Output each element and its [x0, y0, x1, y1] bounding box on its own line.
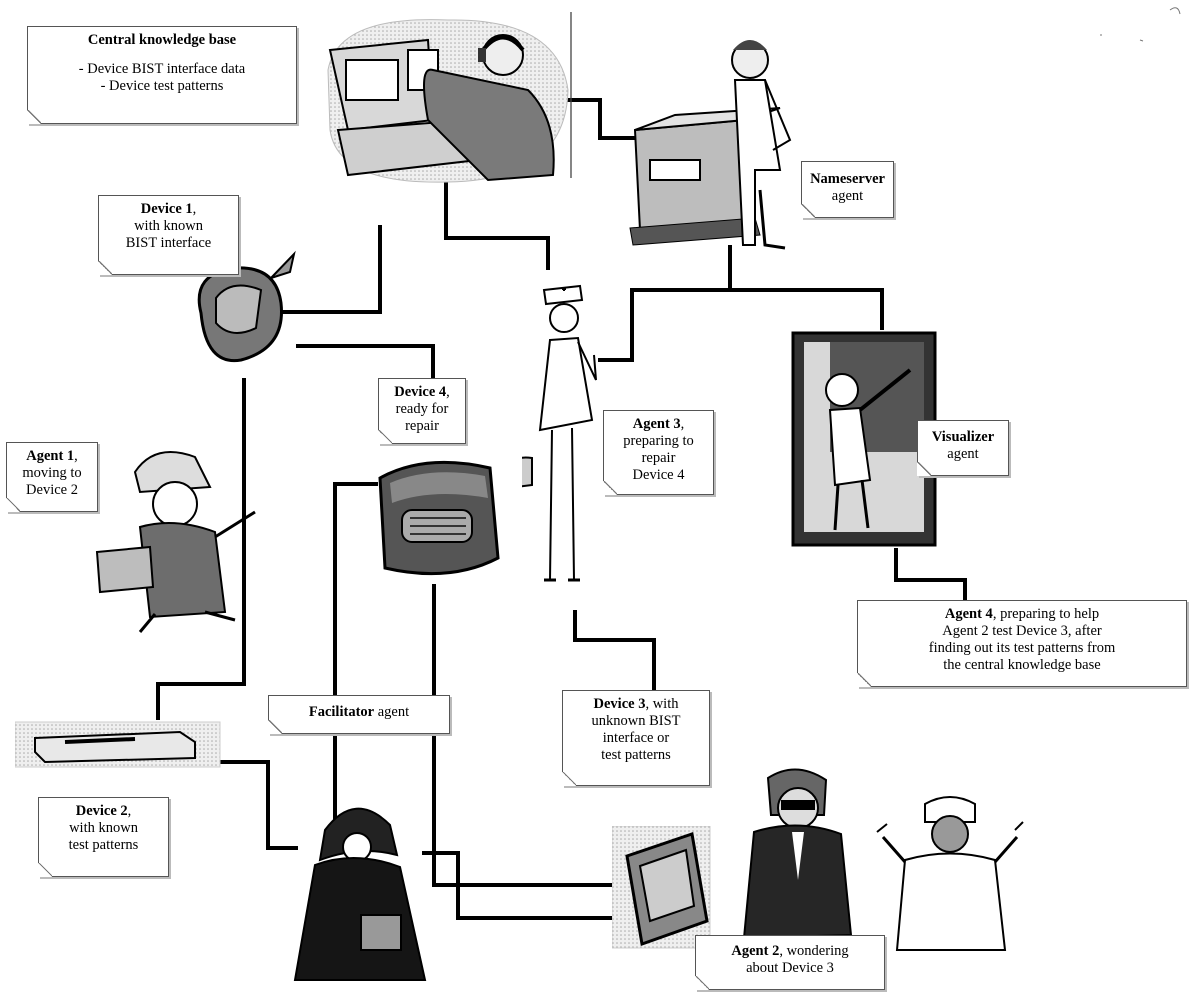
- device4-figure: [370, 448, 510, 588]
- agent4-line3: finding out its test patterns from: [928, 640, 1116, 656]
- wire-device2-to-facilitator: [215, 760, 298, 850]
- central-kb-line1: - Device BIST interface data: [78, 61, 246, 77]
- wire-device4-to-device3: [432, 584, 620, 887]
- device3-label: Device 3, with unknown BIST interface or…: [562, 690, 710, 786]
- wire-nameserver-to-visualizer: [730, 288, 884, 330]
- device4-title: Device 4: [394, 384, 447, 400]
- nameserver-figure: [615, 20, 815, 260]
- device2-line2: with known: [69, 820, 138, 836]
- device4-label: Device 4, ready for repair: [378, 378, 466, 444]
- facilitator-label: Facilitator agent: [268, 695, 450, 734]
- device1-line2: with known: [134, 218, 203, 234]
- agent4-label: Agent 4, preparing to help Agent 2 test …: [857, 600, 1187, 687]
- device2-label: Device 2, with known test patterns: [38, 797, 169, 877]
- wire-facilitator-to-device3: [422, 851, 622, 920]
- central-kb-operator-figure: [318, 10, 570, 188]
- agent1-line3: Device 2: [26, 482, 78, 498]
- device2-figure: [15, 720, 225, 770]
- device1-line3: BIST interface: [125, 235, 212, 251]
- agent3-comma: ,: [680, 416, 685, 432]
- facilitator-subtitle: agent: [374, 704, 410, 720]
- device3-figure: [612, 826, 712, 951]
- device3-title: Device 3: [593, 696, 646, 712]
- agent2-label: Agent 2, wondering about Device 3: [695, 935, 885, 990]
- agent3-title: Agent 3: [632, 416, 681, 432]
- facilitator-figure: [285, 795, 435, 985]
- wire-visualizer-to-agent4: [894, 548, 967, 600]
- agent3-line3: repair: [641, 450, 676, 466]
- corner-scribble: [1100, 7, 1181, 42]
- nameserver-label: Nameserver agent: [801, 161, 894, 218]
- agent4-line1: , preparing to help: [992, 606, 1100, 622]
- agent2-line2: about Device 3: [746, 960, 834, 976]
- central-kb-label: Central knowledge base - Device BIST int…: [27, 26, 297, 124]
- device4-line2: ready for: [395, 401, 449, 417]
- wire-agent3-to-device3: [573, 610, 656, 690]
- device2-line3: test patterns: [68, 837, 139, 853]
- device3-line1: , with: [645, 696, 679, 712]
- visualizer-subtitle: agent: [947, 446, 979, 462]
- agent3-line4: Device 4: [632, 467, 685, 483]
- device2-title: Device 2: [75, 803, 128, 819]
- device3-line2: unknown BIST: [591, 713, 681, 729]
- device4-line3: repair: [405, 418, 439, 434]
- agent1-label: Agent 1, moving to Device 2: [6, 442, 98, 512]
- agent4-title: Agent 4: [944, 606, 993, 622]
- device4-comma: ,: [446, 384, 450, 400]
- agent2-figure: [726, 760, 866, 945]
- agent1-comma: ,: [74, 448, 78, 464]
- nameserver-subtitle: agent: [831, 188, 864, 204]
- nameserver-title: Nameserver: [810, 171, 885, 187]
- agent3-line2: preparing to: [623, 433, 694, 449]
- agent4-surgeon-figure: [875, 792, 1025, 952]
- wire-nameserver-hub: [598, 245, 732, 362]
- device3-line4: test patterns: [601, 747, 671, 763]
- device1-label: Device 1, with known BIST interface: [98, 195, 239, 275]
- agent1-figure: [95, 442, 265, 637]
- facilitator-title: Facilitator: [308, 704, 375, 720]
- device3-line3: interface or: [602, 730, 670, 746]
- device1-comma: ,: [192, 201, 197, 217]
- device1-title: Device 1: [140, 201, 193, 217]
- wire-device1-to-device2: [156, 378, 246, 720]
- agent1-line2: moving to: [22, 465, 82, 481]
- device2-comma: ,: [127, 803, 132, 819]
- wire-central-kb-to-nameserver: [556, 98, 645, 140]
- agent4-line2: Agent 2 test Device 3, after: [942, 623, 1102, 639]
- agent3-nurse-figure: [522, 280, 612, 610]
- visualizer-label: Visualizer agent: [917, 420, 1009, 476]
- wire-device1-to-device4: [296, 344, 435, 380]
- agent1-title: Agent 1: [26, 448, 75, 464]
- visualizer-figure: [790, 330, 940, 550]
- agent4-line4: the central knowledge base: [943, 657, 1101, 673]
- visualizer-title: Visualizer: [931, 429, 995, 445]
- central-kb-line2: - Device test patterns: [100, 78, 224, 94]
- wire-central-kb-to-agent3: [444, 180, 550, 270]
- agent2-line1: , wondering: [779, 943, 849, 959]
- agent2-title: Agent 2: [731, 943, 780, 959]
- wire-central-kb-to-device1: [280, 225, 382, 314]
- central-kb-title: Central knowledge base: [87, 32, 237, 48]
- agent3-label: Agent 3, preparing to repair Device 4: [603, 410, 714, 495]
